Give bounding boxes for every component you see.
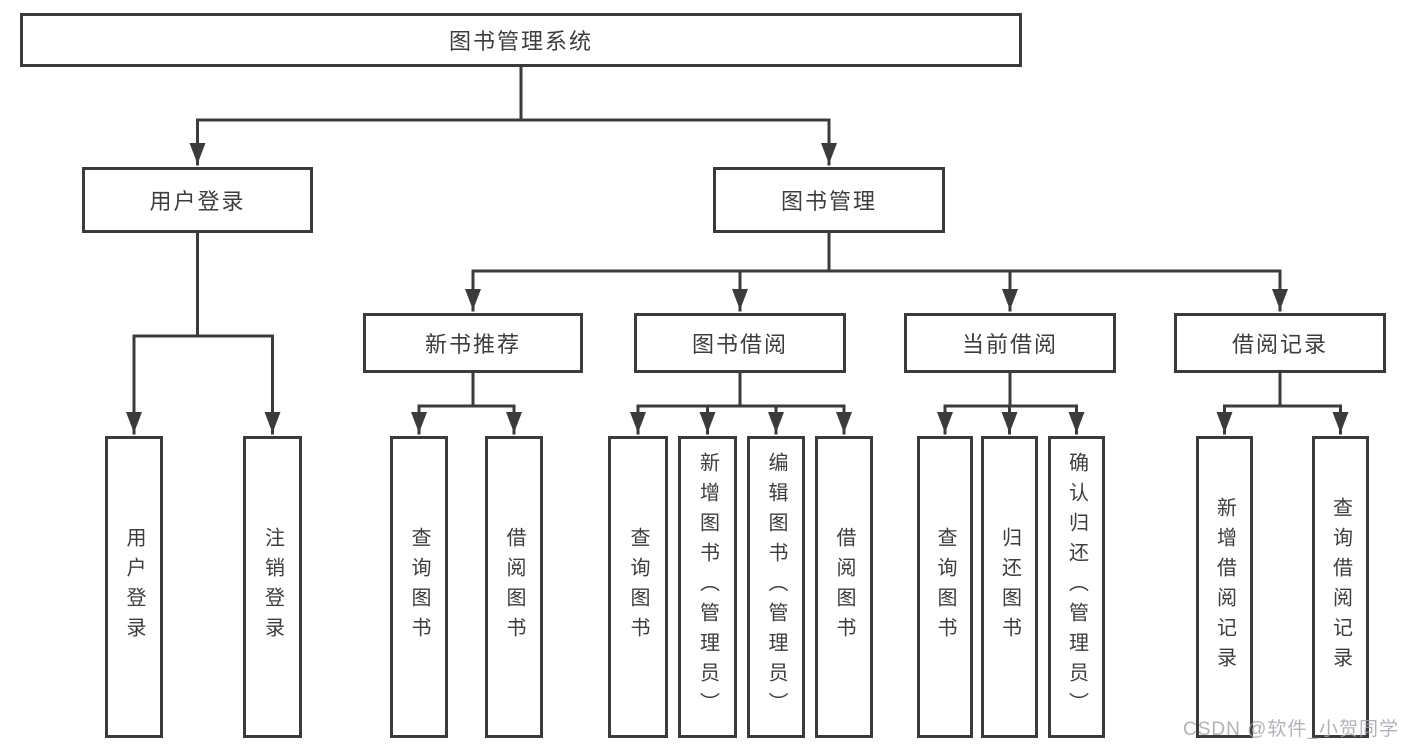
- leaf-add-borrow-record: 新增借阅记录: [1196, 436, 1253, 738]
- node-library-management-system: 图书管理系统: [20, 13, 1022, 67]
- leaf-edit-book-admin: 编辑图书（管理员）: [747, 436, 805, 738]
- node-label: 借阅记录: [1231, 332, 1328, 357]
- leaf-label: 归还图书: [998, 527, 1021, 647]
- leaf-label: 借阅图书: [833, 527, 855, 647]
- leaf-label: 新增图书（管理员）: [696, 452, 719, 722]
- node-label: 用户登录: [149, 189, 246, 214]
- node-user-login: 用户登录: [82, 167, 313, 233]
- leaf-label: 查询借阅记录: [1329, 497, 1352, 677]
- leaf-label: 用户登录: [123, 527, 145, 647]
- node-label: 图书管理: [780, 189, 877, 214]
- node-book-management: 图书管理: [713, 167, 945, 233]
- node-label: 当前借阅: [961, 332, 1058, 357]
- leaf-query-books-borrow: 查询图书: [608, 436, 668, 738]
- leaf-label: 查询图书: [408, 527, 430, 647]
- leaf-query-borrow-record: 查询借阅记录: [1312, 436, 1369, 738]
- leaf-user-login: 用户登录: [105, 436, 163, 738]
- leaf-query-books-current: 查询图书: [917, 436, 973, 738]
- leaf-return-book: 归还图书: [981, 436, 1038, 738]
- leaf-add-book-admin: 新增图书（管理员）: [678, 436, 737, 738]
- leaf-logout: 注销登录: [243, 436, 302, 738]
- leaf-borrow-books-recommend: 借阅图书: [485, 436, 543, 738]
- node-label: 新书推荐: [424, 332, 521, 357]
- leaf-label: 确认归还（管理员）: [1065, 452, 1088, 722]
- leaf-label: 注销登录: [261, 527, 284, 647]
- leaf-confirm-return-admin: 确认归还（管理员）: [1048, 436, 1105, 738]
- leaf-label: 借阅图书: [503, 527, 525, 647]
- leaf-label: 查询图书: [627, 527, 649, 647]
- node-current-borrowing: 当前借阅: [904, 313, 1116, 373]
- node-borrowing-records: 借阅记录: [1174, 313, 1386, 373]
- leaf-borrow-books-borrow: 借阅图书: [815, 436, 873, 738]
- node-new-book-recommendation: 新书推荐: [363, 313, 583, 373]
- node-label: 图书管理系统: [448, 29, 593, 54]
- leaf-label: 编辑图书（管理员）: [765, 452, 787, 722]
- node-label: 图书借阅: [691, 332, 788, 357]
- leaf-label: 查询图书: [934, 527, 956, 647]
- leaf-label: 新增借阅记录: [1213, 497, 1236, 677]
- node-book-borrowing: 图书借阅: [634, 313, 846, 373]
- leaf-query-books-recommend: 查询图书: [390, 436, 448, 738]
